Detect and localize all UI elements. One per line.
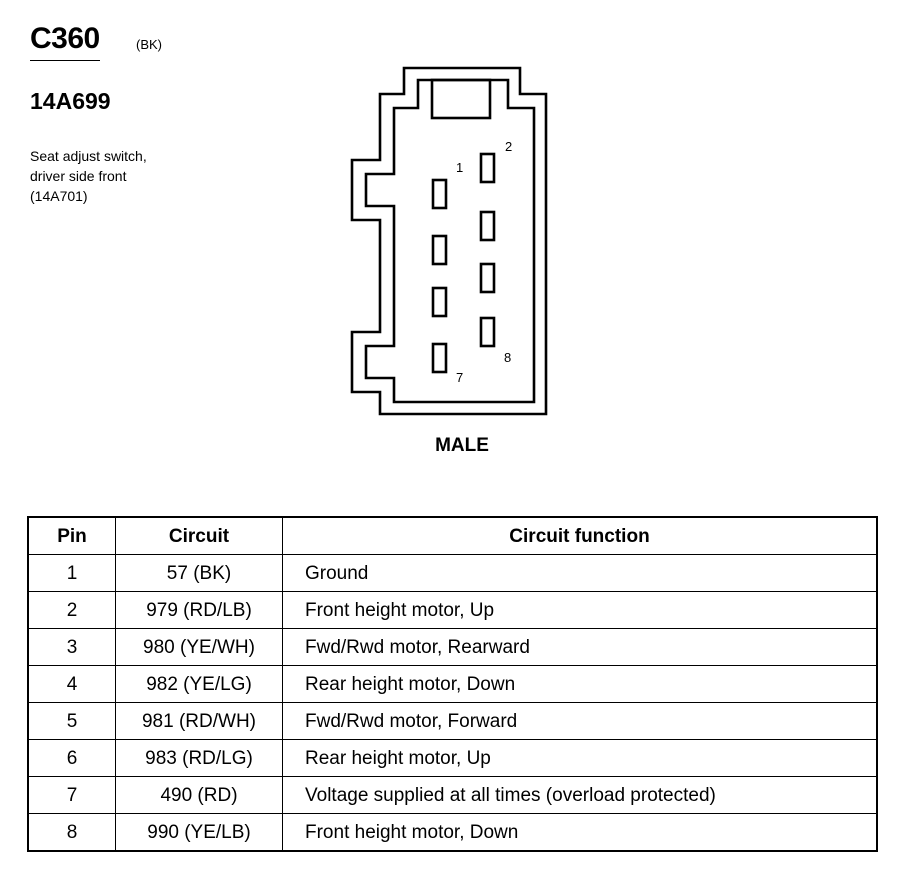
cell-circuit: 490 (RD) [115,776,283,814]
cell-function: Fwd/Rwd motor, Forward [282,702,878,740]
cell-pin: 6 [27,739,116,777]
terminal-pin-2 [479,152,496,184]
table-row: 8 990 (YE/LB) Front height motor, Down [27,813,878,852]
table-row: 2 979 (RD/LB) Front height motor, Up [27,591,878,629]
connector-housing-inner [364,78,536,404]
connector-description: Seat adjust switch, driver side front (1… [30,146,147,206]
connector-housing-outer [350,66,548,416]
table-row: 3 980 (YE/WH) Fwd/Rwd motor, Rearward [27,628,878,666]
connector-id: C360 [30,24,100,61]
cell-function: Voltage supplied at all times (overload … [282,776,878,814]
table-header-row: Pin Circuit Circuit function [27,516,878,555]
terminal-pin-4 [479,210,496,242]
cell-circuit: 981 (RD/WH) [115,702,283,740]
cell-function: Fwd/Rwd motor, Rearward [282,628,878,666]
terminal-pin-7 [431,342,448,374]
cell-pin: 8 [27,813,116,852]
cell-pin: 7 [27,776,116,814]
table-row: 7 490 (RD) Voltage supplied at all times… [27,776,878,814]
terminal-pin-1 [431,178,448,210]
terminal-pin-3 [431,234,448,266]
cell-circuit: 990 (YE/LB) [115,813,283,852]
description-line: Seat adjust switch, [30,148,147,164]
connector-latch [430,78,492,120]
part-number: 14A699 [30,88,111,114]
table-row: 5 981 (RD/WH) Fwd/Rwd motor, Forward [27,702,878,740]
cell-pin: 4 [27,665,116,703]
cell-function: Rear height motor, Down [282,665,878,703]
table-row: 1 57 (BK) Ground [27,554,878,592]
pin-label-2: 2 [505,139,512,154]
cell-pin: 3 [27,628,116,666]
connector-face-diagram: 1 2 7 8 [350,66,548,416]
header-pin: Pin [27,516,116,555]
terminal-pin-8 [479,316,496,348]
cell-pin: 5 [27,702,116,740]
table-row: 6 983 (RD/LG) Rear height motor, Up [27,739,878,777]
description-line: (14A701) [30,188,88,204]
header-circuit: Circuit [115,516,283,555]
cell-function: Front height motor, Up [282,591,878,629]
cell-circuit: 979 (RD/LB) [115,591,283,629]
cell-function: Rear height motor, Up [282,739,878,777]
pin-label-1: 1 [456,160,463,175]
pin-label-7: 7 [456,370,463,385]
cell-circuit: 57 (BK) [115,554,283,592]
header-circuit-function: Circuit function [282,516,878,555]
cell-pin: 2 [27,591,116,629]
connector-gender-label: MALE [435,435,489,456]
cell-circuit: 983 (RD/LG) [115,739,283,777]
table-row: 4 982 (YE/LG) Rear height motor, Down [27,665,878,703]
pin-label-8: 8 [504,350,511,365]
cell-function: Ground [282,554,878,592]
description-line: driver side front [30,168,127,184]
connector-color-code: (BK) [136,37,162,52]
terminal-pin-6 [479,262,496,294]
cell-circuit: 980 (YE/WH) [115,628,283,666]
pin-function-table: Pin Circuit Circuit function 1 57 (BK) G… [27,516,878,852]
terminal-pin-5 [431,286,448,318]
cell-function: Front height motor, Down [282,813,878,852]
cell-circuit: 982 (YE/LG) [115,665,283,703]
cell-pin: 1 [27,554,116,592]
